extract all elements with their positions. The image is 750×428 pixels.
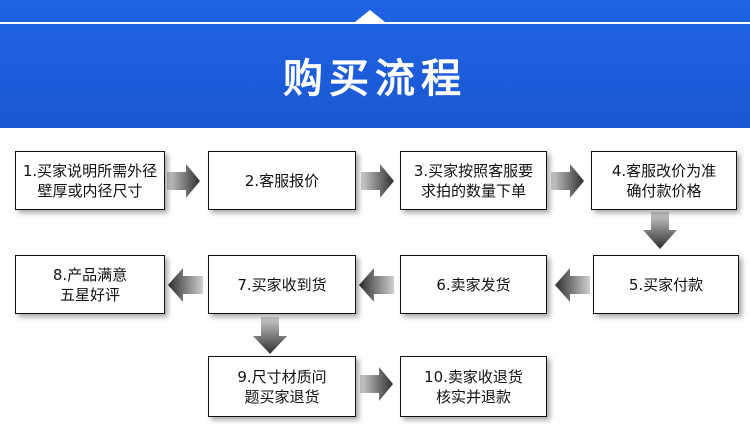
step-label: 4.客服改价为准 确付款价格 [611, 161, 717, 200]
step-1: 1.买家说明所需外径 壁厚或内径尺寸 [15, 151, 165, 210]
arrow-left-icon [168, 268, 203, 302]
step-7: 7.买家收到货 [208, 255, 356, 314]
step-label: 1.买家说明所需外径 壁厚或内径尺寸 [22, 161, 158, 200]
arrow-down-icon [643, 212, 677, 249]
header-banner: 购买流程 [0, 0, 750, 128]
step-label: 5.买家付款 [628, 275, 704, 294]
step-10: 10.卖家收退货 核实并退款 [400, 356, 547, 417]
step-label: 8.产品满意 五星好评 [52, 265, 128, 304]
arrow-right-icon [360, 367, 393, 401]
arrow-left-icon [555, 268, 590, 302]
arrow-right-icon [167, 164, 200, 198]
step-label: 2.客服报价 [244, 171, 320, 190]
step-label: 7.买家收到货 [237, 275, 327, 294]
step-5: 5.买家付款 [593, 255, 739, 314]
banner-divider [0, 22, 750, 24]
arrow-right-icon [361, 164, 394, 198]
step-8: 8.产品满意 五星好评 [15, 255, 165, 314]
step-6: 6.卖家发货 [400, 255, 547, 314]
step-label: 10.卖家收退货 核实并退款 [424, 367, 523, 406]
step-9: 9.尺寸材质问 题买家退货 [208, 356, 356, 417]
arrow-down-icon [253, 317, 287, 354]
step-4: 4.客服改价为准 确付款价格 [591, 151, 737, 210]
page-title: 购买流程 [283, 56, 467, 102]
step-label: 6.卖家发货 [436, 275, 511, 294]
banner-notch [355, 10, 385, 22]
step-2: 2.客服报价 [208, 151, 356, 210]
arrow-left-icon [359, 268, 394, 302]
step-3: 3.买家按照客服要 求拍的数量下单 [400, 151, 547, 210]
step-label: 9.尺寸材质问 题买家退货 [237, 367, 327, 406]
arrow-right-icon [551, 164, 584, 198]
step-label: 3.买家按照客服要 求拍的数量下单 [413, 161, 534, 200]
